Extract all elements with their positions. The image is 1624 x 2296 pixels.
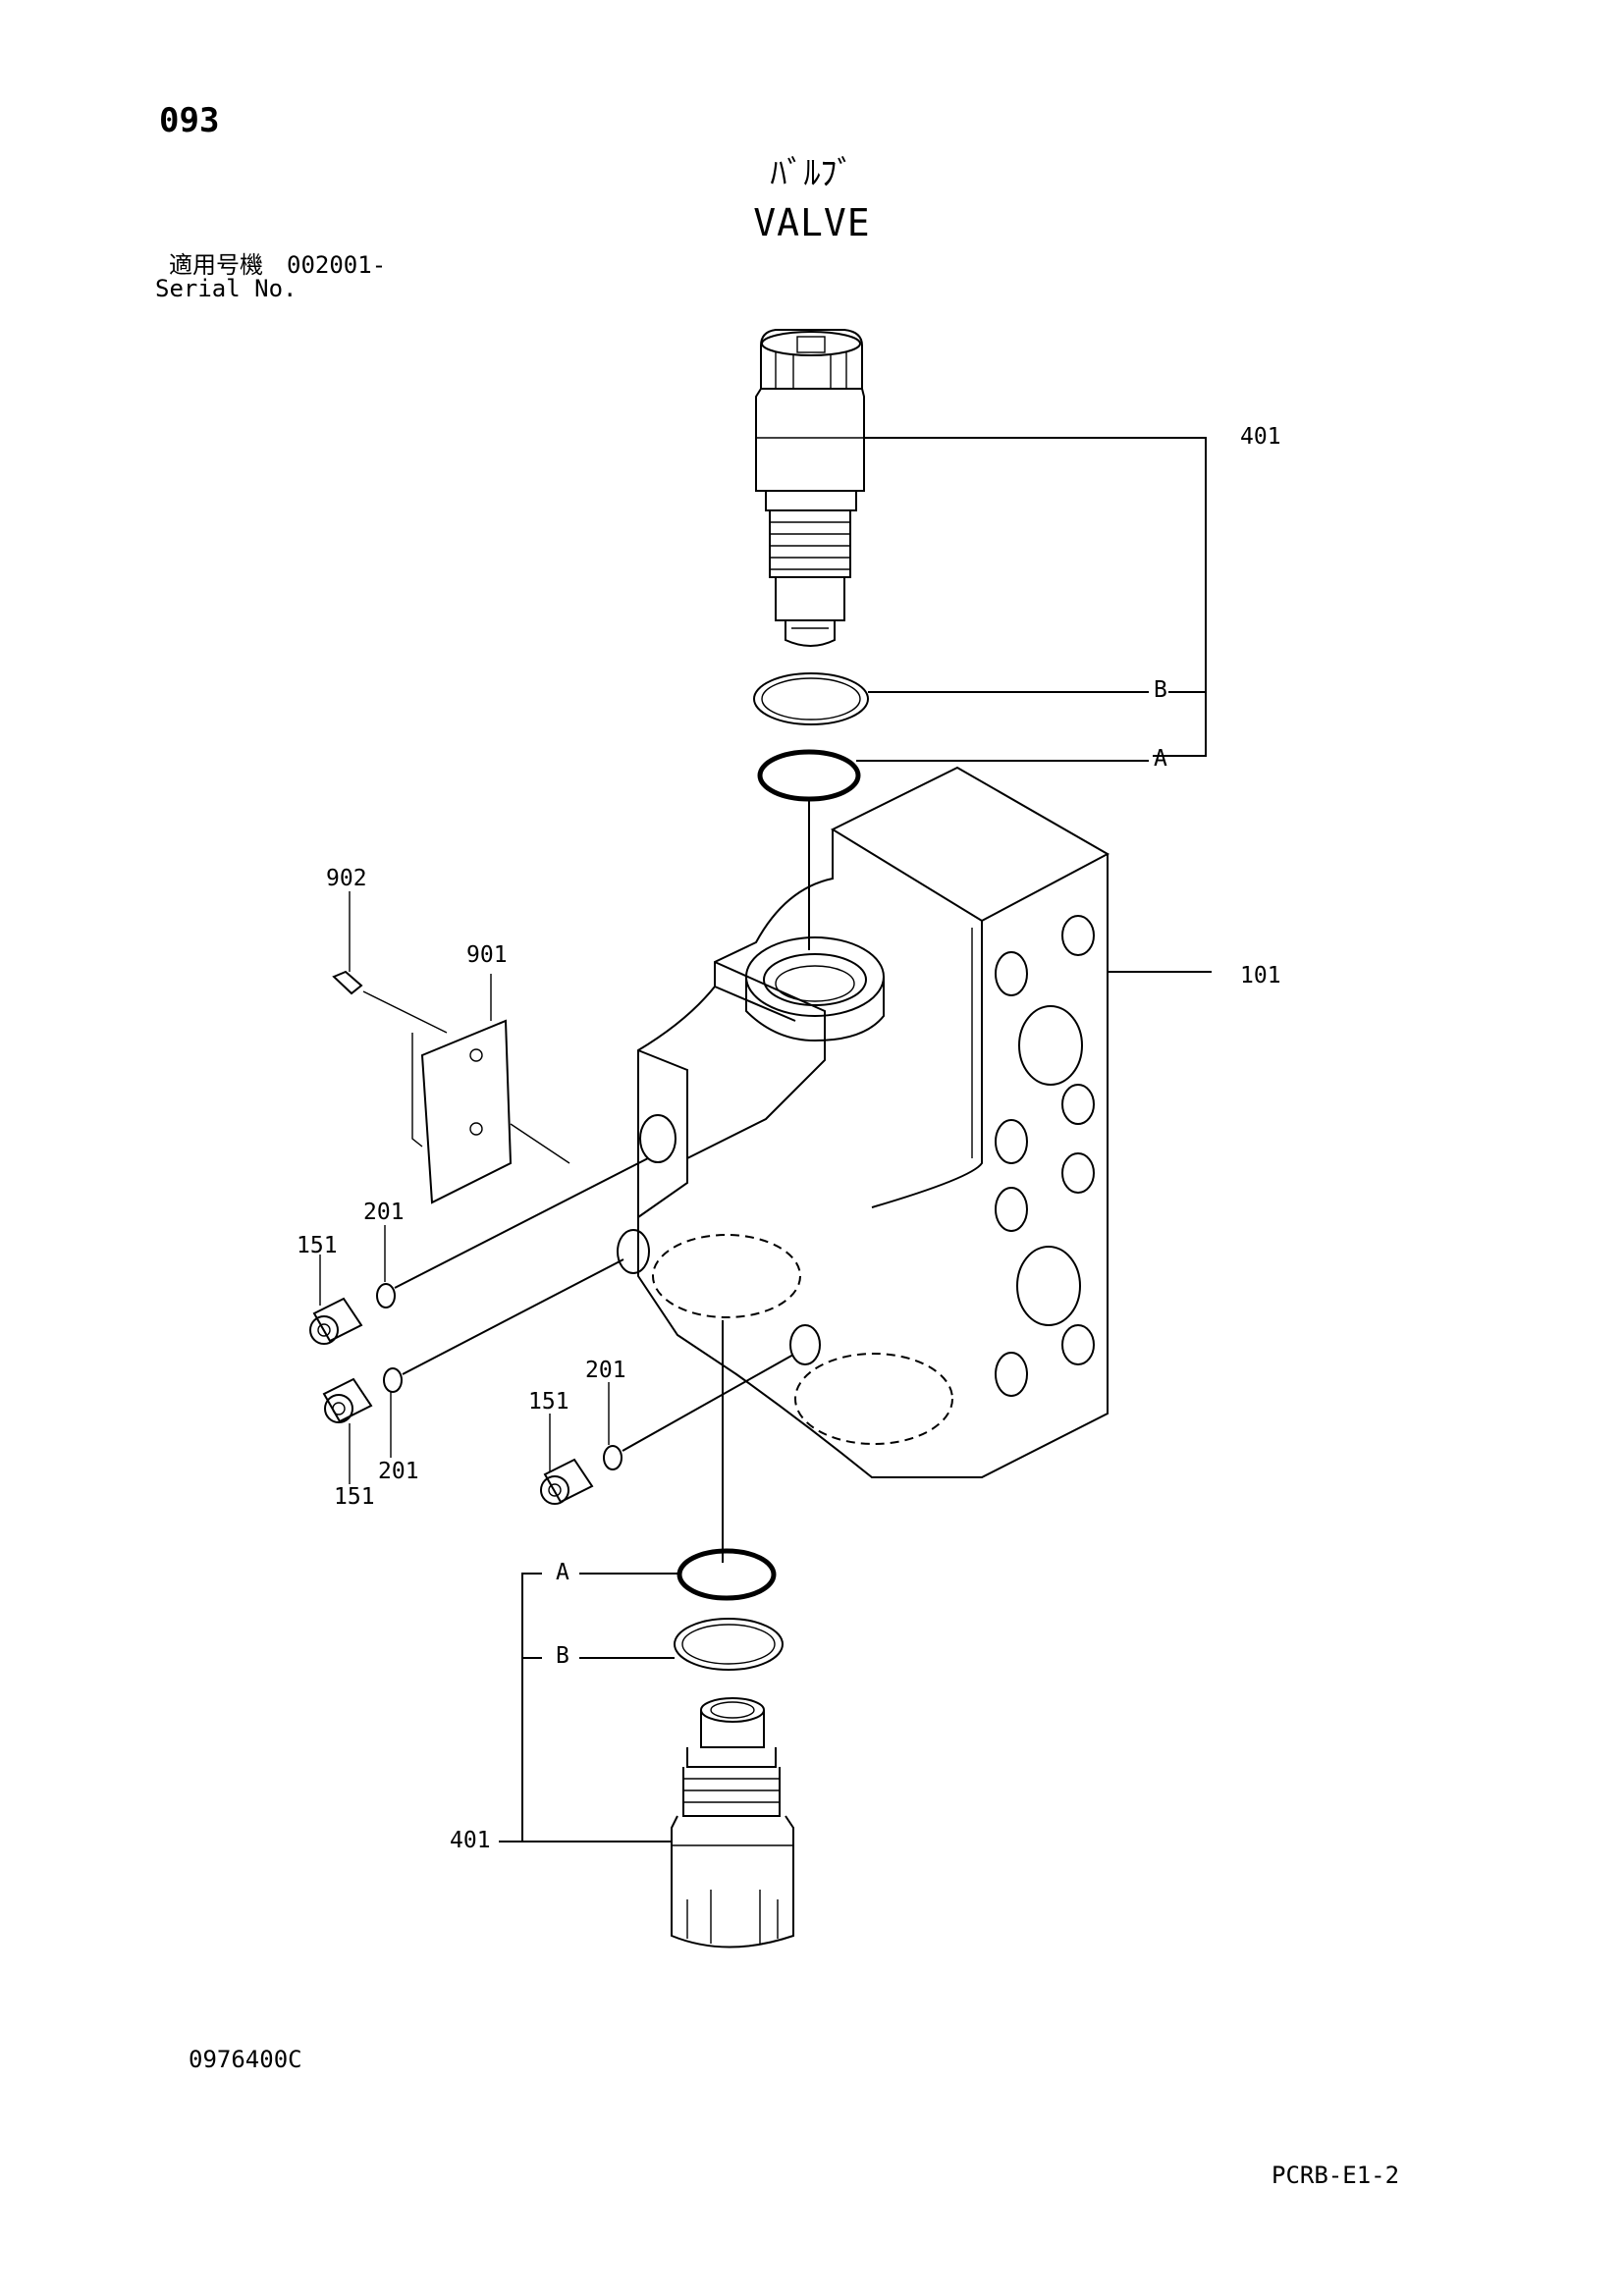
backup-ring-bottom (674, 1618, 784, 1671)
leader-401-bottom (521, 1573, 673, 1842)
backup-ring-top (753, 672, 869, 725)
callout-201-left-lower: 201 (378, 1459, 419, 1484)
plug-left-lower (322, 1377, 373, 1484)
title-japanese: ﾊﾞﾙﾌﾞ (770, 154, 854, 193)
callout-201-center: 201 (585, 1358, 626, 1383)
callout-401-top: 401 (1240, 424, 1281, 450)
callout-901: 901 (466, 942, 508, 968)
callout-b-bottom: B (556, 1643, 569, 1669)
callout-902: 902 (326, 866, 367, 891)
screw (332, 891, 448, 1148)
drawing-number: 0976400C (189, 2046, 302, 2073)
serial-range: 適用号機 002001- (169, 251, 387, 279)
callout-a-top: A (1154, 746, 1167, 772)
callout-151-left-upper: 151 (297, 1233, 338, 1258)
o-ring-center (603, 1445, 623, 1470)
callout-a-bottom: A (556, 1560, 569, 1585)
page-code: PCRB-E1-2 (1272, 2162, 1400, 2189)
valve-body (617, 766, 1212, 1478)
cover-plate (420, 974, 513, 1204)
plug-center (540, 1414, 594, 1505)
callout-401-bottom: 401 (450, 1828, 491, 1853)
plug-left-upper (309, 1255, 363, 1345)
serial-label: Serial No. (155, 275, 298, 302)
relief-valve-top (755, 329, 865, 647)
callout-151-center: 151 (528, 1389, 569, 1415)
o-ring-top (757, 749, 861, 802)
relief-valve-bottom (671, 1697, 794, 1949)
page-number: 093 (159, 101, 220, 140)
o-ring-left-lower (383, 1367, 403, 1393)
o-ring-bottom (677, 1548, 777, 1601)
callout-201-left-upper: 201 (363, 1200, 405, 1225)
page-title: VALVE (753, 201, 871, 244)
leader-401-top (864, 437, 1207, 757)
callout-101: 101 (1240, 963, 1281, 988)
callout-151-left-lower: 151 (334, 1484, 375, 1510)
callout-b-top: B (1154, 677, 1167, 703)
o-ring-left-upper (376, 1283, 396, 1308)
